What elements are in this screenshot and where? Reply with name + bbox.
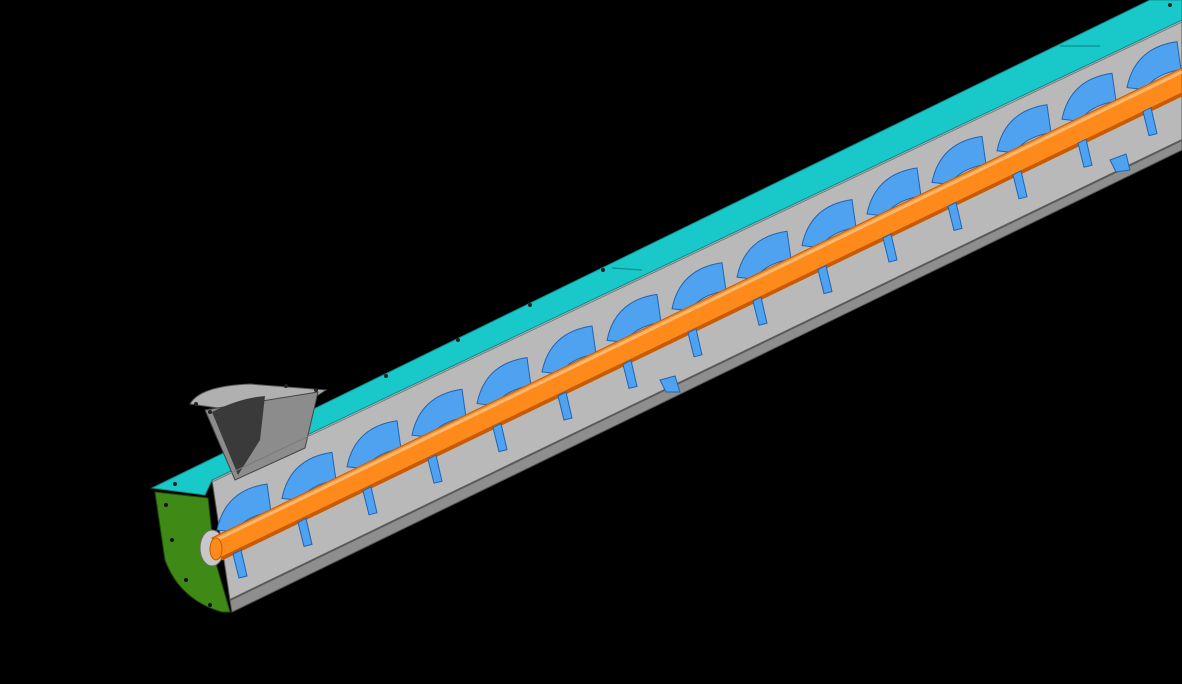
bolt bbox=[456, 338, 460, 342]
flight-lower-blade bbox=[297, 517, 313, 548]
bolt bbox=[184, 578, 188, 582]
flight-lower-blade bbox=[622, 359, 638, 390]
flight-lower-blade bbox=[1142, 106, 1158, 137]
bolt bbox=[1168, 3, 1172, 7]
bolt bbox=[173, 482, 177, 486]
screw-shaft bbox=[209, 67, 1182, 561]
end-plate-body bbox=[154, 491, 231, 613]
flight-lower-blade bbox=[427, 454, 443, 484]
flight-lower-blade bbox=[232, 549, 248, 579]
flight-lower-blade bbox=[362, 486, 378, 516]
flight-lower-blade bbox=[1077, 138, 1093, 168]
flight-lower-blade bbox=[557, 391, 573, 421]
flight-lower-blade bbox=[817, 264, 833, 295]
shaft-highlight bbox=[213, 70, 1182, 543]
trough-front-lip bbox=[229, 139, 1182, 601]
screw-flights bbox=[216, 41, 1182, 533]
flight-lower-blade bbox=[1012, 170, 1028, 200]
shaft-shadow bbox=[221, 92, 1182, 560]
bolt bbox=[314, 388, 318, 392]
bolt bbox=[208, 410, 212, 414]
flight-lower-blade bbox=[882, 233, 898, 263]
bolt bbox=[284, 384, 288, 388]
bolt bbox=[384, 374, 388, 378]
cover-bolts bbox=[173, 3, 1172, 486]
inlet-chute bbox=[189, 383, 328, 481]
flight-lower-blade bbox=[687, 328, 703, 358]
bolt bbox=[528, 303, 532, 307]
support-foot bbox=[659, 375, 681, 393]
inlet-hopper-inner bbox=[212, 396, 265, 475]
screw-flights-front bbox=[232, 106, 1158, 579]
bolt bbox=[194, 402, 198, 406]
flight-lower-blade bbox=[752, 296, 768, 326]
flight-lower-blade bbox=[947, 201, 963, 232]
shaft-end bbox=[209, 537, 223, 561]
support-foot bbox=[1109, 153, 1131, 173]
bolt bbox=[601, 268, 605, 272]
cover-joint-1 bbox=[611, 267, 643, 271]
trough-inner-edge bbox=[211, 21, 1182, 483]
bolt bbox=[208, 603, 212, 607]
flight-lower-blade bbox=[492, 422, 508, 453]
top-cover bbox=[150, 0, 1182, 496]
bolt bbox=[164, 503, 168, 507]
bolt bbox=[170, 538, 174, 542]
